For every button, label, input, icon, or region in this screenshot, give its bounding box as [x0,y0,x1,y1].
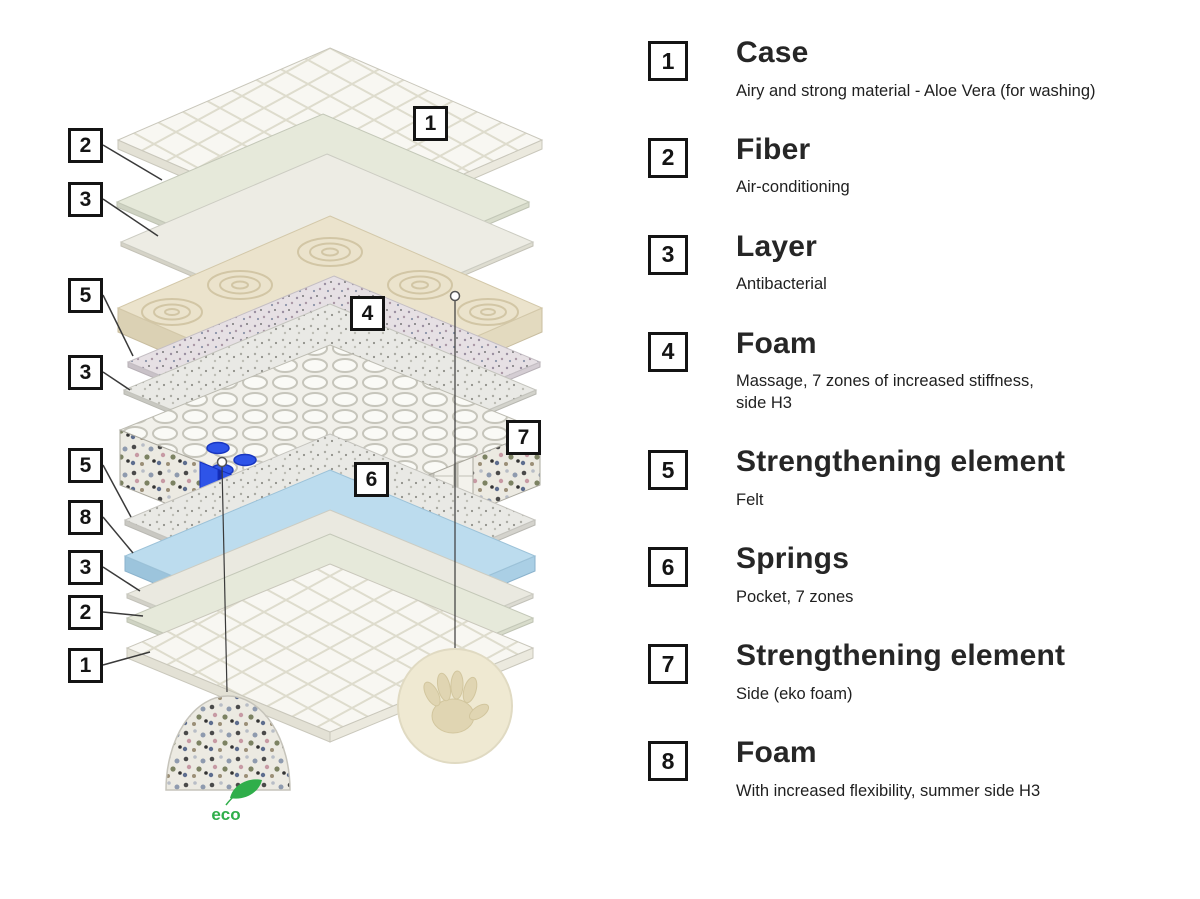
diagram-number-label-case: 1 [413,106,448,141]
legend-title: Strengthening element [736,639,1066,673]
diagram-number-label-fiber: 2 [68,128,103,163]
label-text: 8 [79,505,92,529]
legend-number-box: 2 [648,137,688,178]
legend-number-box: 4 [648,331,688,372]
eco-foam-detail: eco [165,695,291,824]
label-text: 3 [79,187,92,211]
diagram-number-label-layer-mid: 3 [68,355,103,390]
legend-item-4: 4 Foam Massage, 7 zones of increased sti… [648,327,1193,414]
diagram-number-label-case-bottom: 1 [68,648,103,683]
legend-number: 1 [661,47,675,74]
diagram-number-label-felt-upper: 5 [68,278,103,313]
legend-number-box: 3 [648,234,688,275]
legend-number: 3 [661,241,675,268]
handprint-callout-dot [449,290,461,302]
legend-title: Springs [736,542,850,576]
legend-desc: Pocket, 7 zones [736,587,854,606]
handprint-icon [423,670,490,734]
legend-number: 8 [661,747,675,774]
diagram-number-label-fiber-bottom: 2 [68,595,103,630]
legend-number-box: 6 [648,547,688,588]
label-text: 1 [79,653,92,677]
label-text: 5 [79,453,92,477]
legend-item-2: 2 Fiber Air-conditioning [648,133,1193,199]
diagram-number-label-side-panel: 7 [506,420,541,455]
legend-number-box: 1 [648,41,688,81]
label-text: 2 [79,133,92,157]
label-text: 6 [365,467,378,491]
legend-number-box: 8 [648,741,688,781]
legend-desc: Felt [736,490,764,509]
diagram-number-label-springs: 6 [354,462,389,497]
legend-desc: Airy and strong material - Aloe Vera (fo… [736,81,1096,100]
label-text: 5 [79,283,92,307]
eco-callout-dot [216,456,228,468]
diagram-number-label-felt-lower: 5 [68,448,103,483]
legend-item-6: 6 Springs Pocket, 7 zones [648,542,1193,608]
legend-number-box: 5 [648,450,688,491]
legend-desc: With increased flexibility, summer side … [736,781,1041,800]
legend-item-8: 8 Foam With increased flexibility, summe… [648,736,1193,802]
legend: 1 Case Airy and strong material - Aloe V… [648,36,1193,833]
legend-item-1: 1 Case Airy and strong material - Aloe V… [648,36,1193,102]
legend-number: 2 [661,144,675,171]
mattress-illustration: eco [102,47,544,824]
label-text: 2 [79,600,92,624]
diagram-number-label-layer-bottom: 3 [68,550,103,585]
label-text: 3 [79,555,92,579]
legend-item-3: 3 Layer Antibacterial [648,230,1193,296]
memory-foam-handprint-detail [397,648,513,764]
legend-number-box: 7 [648,644,688,685]
legend-desc: Antibacterial [736,275,827,294]
legend-title: Foam [736,736,817,769]
legend-desc: Side (eko foam) [736,684,853,703]
eco-leaf-icon [230,779,262,799]
legend-item-5: 5 Strengthening element Felt [648,445,1193,511]
eco-label: eco [211,805,240,824]
legend-item-7: 7 Strengthening element Side (eko foam) [648,639,1193,705]
legend-number: 4 [661,338,675,365]
legend-number: 7 [661,650,675,677]
exploded-mattress-diagram: eco 2 3 5 3 5 8 3 2 [68,47,544,824]
label-text: 3 [79,360,92,384]
legend-title: Strengthening element [736,445,1066,479]
eco-callout-line [221,465,228,693]
legend-number: 6 [661,553,675,580]
label-text: 7 [517,425,530,449]
legend-title: Case [736,36,809,69]
legend-title: Fiber [736,132,811,166]
legend-title: Foam [736,326,817,360]
diagram-number-label-massage-foam: 4 [350,296,385,331]
legend-desc: Air-conditioning [736,178,850,197]
label-text: 1 [424,111,437,135]
leader-lines [102,144,163,666]
diagram-number-label-layer-top: 3 [68,182,103,217]
label-text: 4 [361,301,374,325]
diagram-number-label-blue-foam: 8 [68,500,103,535]
legend-number: 5 [661,456,675,483]
legend-desc: Massage, 7 zones of increased stiffness,… [736,372,1034,412]
legend-title: Layer [736,229,818,263]
